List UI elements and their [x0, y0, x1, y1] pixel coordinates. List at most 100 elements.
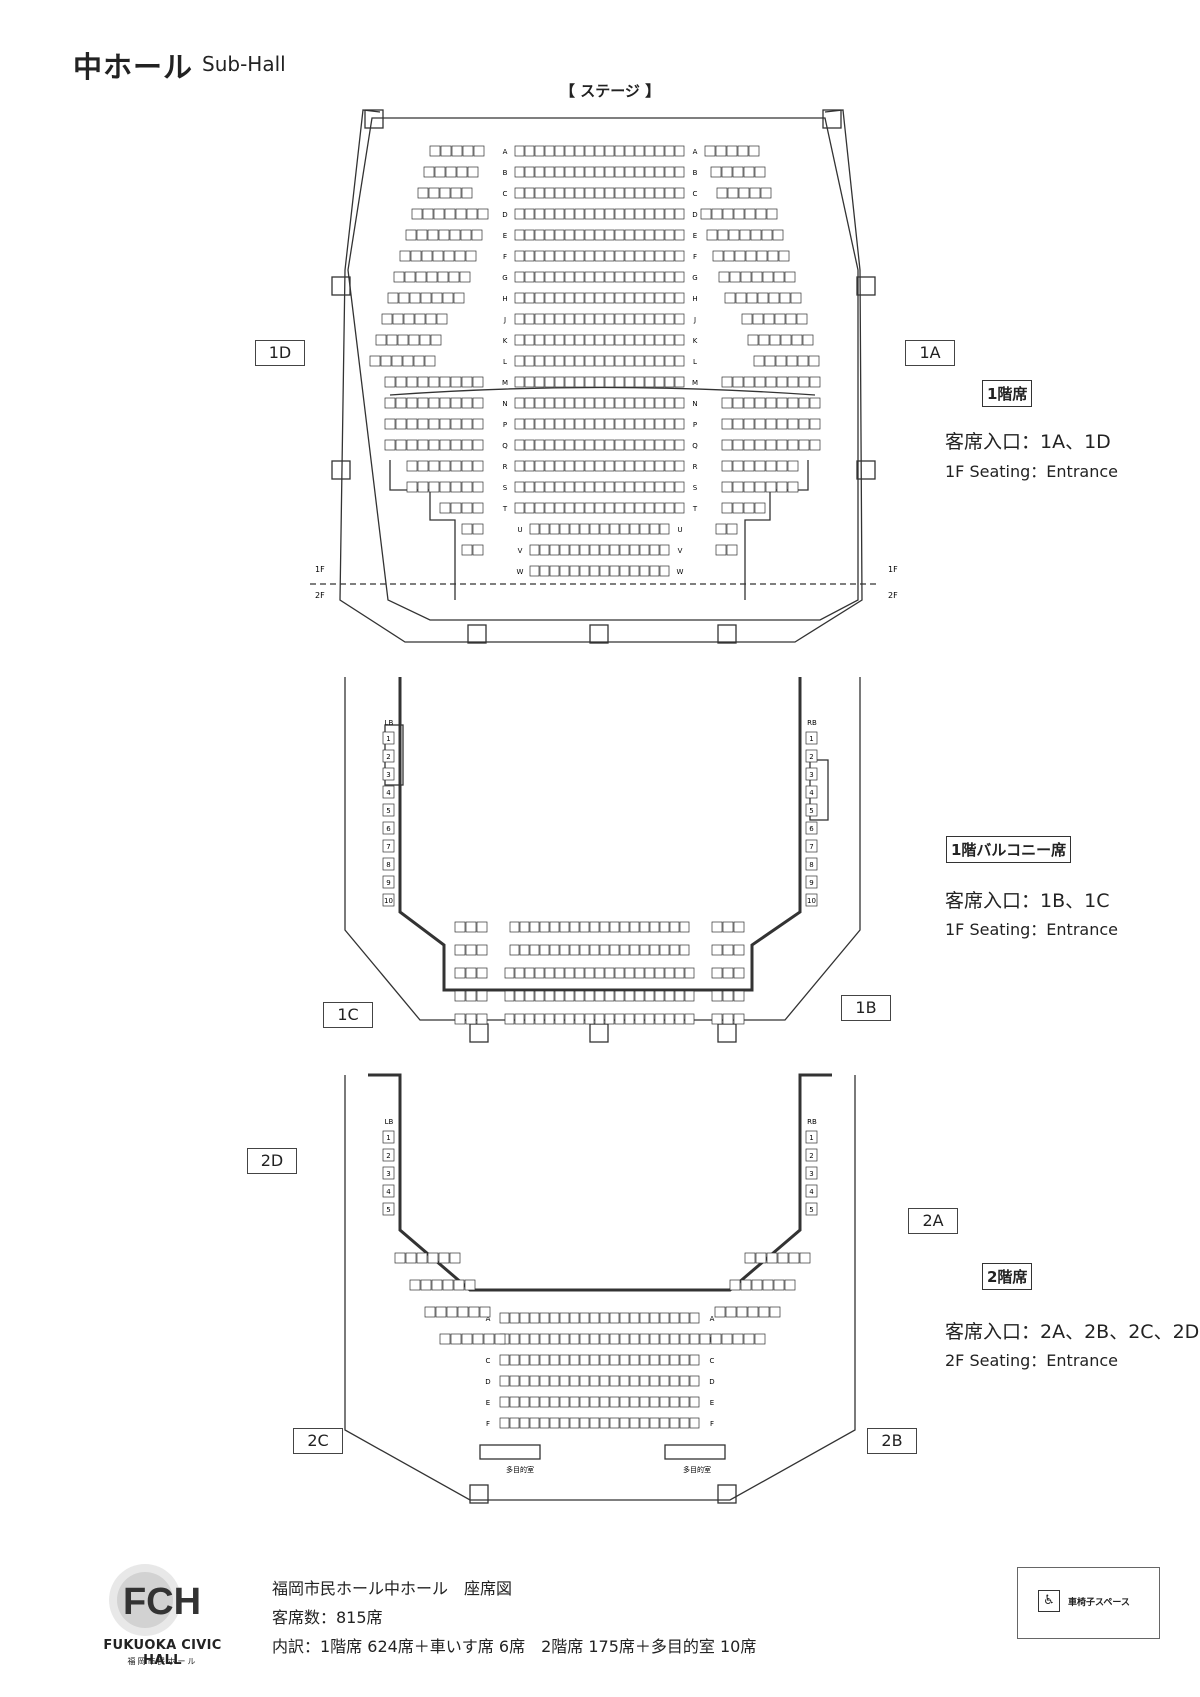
- page-subtitle: Sub-Hall: [202, 52, 286, 76]
- row-A-label-left: A: [503, 148, 508, 156]
- row-K-label-left: K: [503, 337, 508, 345]
- row-R-right-seats: [721, 460, 799, 472]
- row-D-label-left: D: [502, 211, 507, 219]
- balcony-rows: [454, 921, 745, 1025]
- row-C-label-right: C: [693, 190, 698, 198]
- floor2-box-lb-seat-1: 1: [386, 1134, 390, 1142]
- balcony-row-3-left: [454, 967, 488, 979]
- page-title: 中ホール: [73, 50, 194, 84]
- row-B-center-seats: [514, 166, 685, 178]
- level-marker-1f-left: 1F: [315, 565, 325, 574]
- row-Q-right-seats: [721, 439, 821, 451]
- row-K-right-seats: [747, 334, 814, 346]
- row-A-center-seats: [514, 145, 685, 157]
- balcony1-entrance-en: 1F Seating：Entrance: [945, 920, 1118, 939]
- row-R-center-seats: [514, 460, 685, 472]
- entrance-2d-label: 2D: [247, 1148, 297, 1174]
- row-A-left-seats: [429, 145, 485, 157]
- balcony1-section-label: 1階バルコニー席: [946, 836, 1072, 863]
- floor2-box-lb-seat-3: 3: [386, 1170, 390, 1178]
- row-T-left-seats: [439, 502, 484, 514]
- multi-room-label-right: 多目的室: [683, 1465, 711, 1474]
- row-H-label-right: H: [692, 295, 697, 303]
- row-V-center-seats: [529, 544, 670, 556]
- row-G-label-right: G: [692, 274, 697, 282]
- row-H-center-seats: [514, 292, 685, 304]
- box-rb-seat-1: 1: [809, 735, 813, 743]
- floor2-box-rb-label: RB: [807, 1118, 817, 1126]
- balcony-row-2-left: [454, 944, 488, 956]
- row-P-center-seats: [514, 418, 685, 430]
- row-U-label-left: U: [517, 526, 522, 534]
- balcony-row-1-center: [509, 921, 690, 933]
- floor1-outline: [310, 109, 880, 644]
- row-A-label-right: A: [693, 148, 698, 156]
- row-E-label-right: E: [693, 232, 697, 240]
- row-H-left-seats: [387, 292, 465, 304]
- floor2-row-A-center: [499, 1312, 700, 1324]
- row-V-label-left: V: [518, 547, 523, 555]
- row-R-label-left: R: [503, 463, 508, 471]
- floor2-row-A-label-left: A: [486, 1315, 491, 1323]
- footer-title: 福岡市民ホール中ホール 座席図: [272, 1579, 513, 1598]
- row-P-left-seats: [384, 418, 484, 430]
- box-lb-seat-7: 7: [386, 843, 390, 851]
- logo-letters: FCH: [123, 1581, 201, 1623]
- floor1-entrance-ja: 客席入口：1A、1D: [945, 431, 1111, 453]
- logo-sub: 福岡市民ホール: [127, 1657, 198, 1666]
- floor2-section-label: 2階席: [982, 1263, 1033, 1290]
- box-lb-seat-9: 9: [386, 879, 390, 887]
- row-W-label-right: W: [677, 568, 684, 576]
- floor2-row-E-label-left: E: [486, 1399, 490, 1407]
- row-D-left-seats: [411, 208, 489, 220]
- floor2-row-D-label-left: D: [485, 1378, 490, 1386]
- floor2-row-C-center: [499, 1354, 700, 1366]
- box-rb-seat-6: 6: [809, 825, 814, 833]
- row-B-label-right: B: [693, 169, 698, 177]
- row-G-center-seats: [514, 271, 685, 283]
- row-U-label-right: U: [677, 526, 682, 534]
- row-M-label-left: M: [502, 379, 508, 387]
- row-G-left-seats: [393, 271, 471, 283]
- row-N-left-seats: [384, 397, 484, 409]
- balcony-row-5-right: [711, 1013, 745, 1025]
- box-rb-seat-7: 7: [809, 843, 813, 851]
- row-D-label-right: D: [692, 211, 697, 219]
- fch-logo-mark: FCH: [109, 1564, 201, 1636]
- row-T-right-seats: [721, 502, 766, 514]
- floor2-row-D-right-wing: [699, 1333, 766, 1345]
- row-Q-label-right: Q: [692, 442, 698, 450]
- row-U-left-seats: [461, 523, 484, 535]
- row-N-label-right: N: [692, 400, 697, 408]
- stage-label: 【 ステージ 】: [560, 82, 661, 100]
- floor2-box-lb-seat-5: 5: [386, 1206, 390, 1214]
- row-W-center-seats: [529, 565, 670, 577]
- row-C-left-seats: [417, 187, 473, 199]
- row-S-label-left: S: [503, 484, 508, 492]
- entrance-2a-label: 2A: [908, 1208, 958, 1234]
- row-S-label-right: S: [693, 484, 698, 492]
- floor2-box-lb-seat-4: 4: [386, 1188, 391, 1196]
- floor2-row-C-label-left: C: [486, 1357, 491, 1365]
- row-V-right-seats: [715, 544, 738, 556]
- row-D-center-seats: [514, 208, 685, 220]
- row-H-right-seats: [724, 292, 802, 304]
- row-A-right-seats: [704, 145, 760, 157]
- floor2-row-C-label-right: C: [710, 1357, 715, 1365]
- box-lb-seat-10: 10: [384, 897, 393, 905]
- row-S-right-seats: [721, 481, 799, 493]
- row-U-center-seats: [529, 523, 670, 535]
- row-L-left-seats: [369, 355, 436, 367]
- box-lb-seat-1: 1: [386, 735, 390, 743]
- row-J-label-right: J: [693, 316, 696, 324]
- row-V-left-seats: [461, 544, 484, 556]
- balcony-row-2-right: [711, 944, 745, 956]
- row-J-left-seats: [381, 313, 448, 325]
- balcony-row-4-center: [504, 990, 695, 1002]
- footer-breakdown: 内訳：1階席 624席＋車いす席 6席 2階席 175席＋多目的室 10席: [272, 1637, 757, 1656]
- balcony-row-2-center: [509, 944, 690, 956]
- floor2-outline: [344, 1073, 856, 1504]
- row-R-label-right: R: [693, 463, 698, 471]
- row-L-right-seats: [753, 355, 820, 367]
